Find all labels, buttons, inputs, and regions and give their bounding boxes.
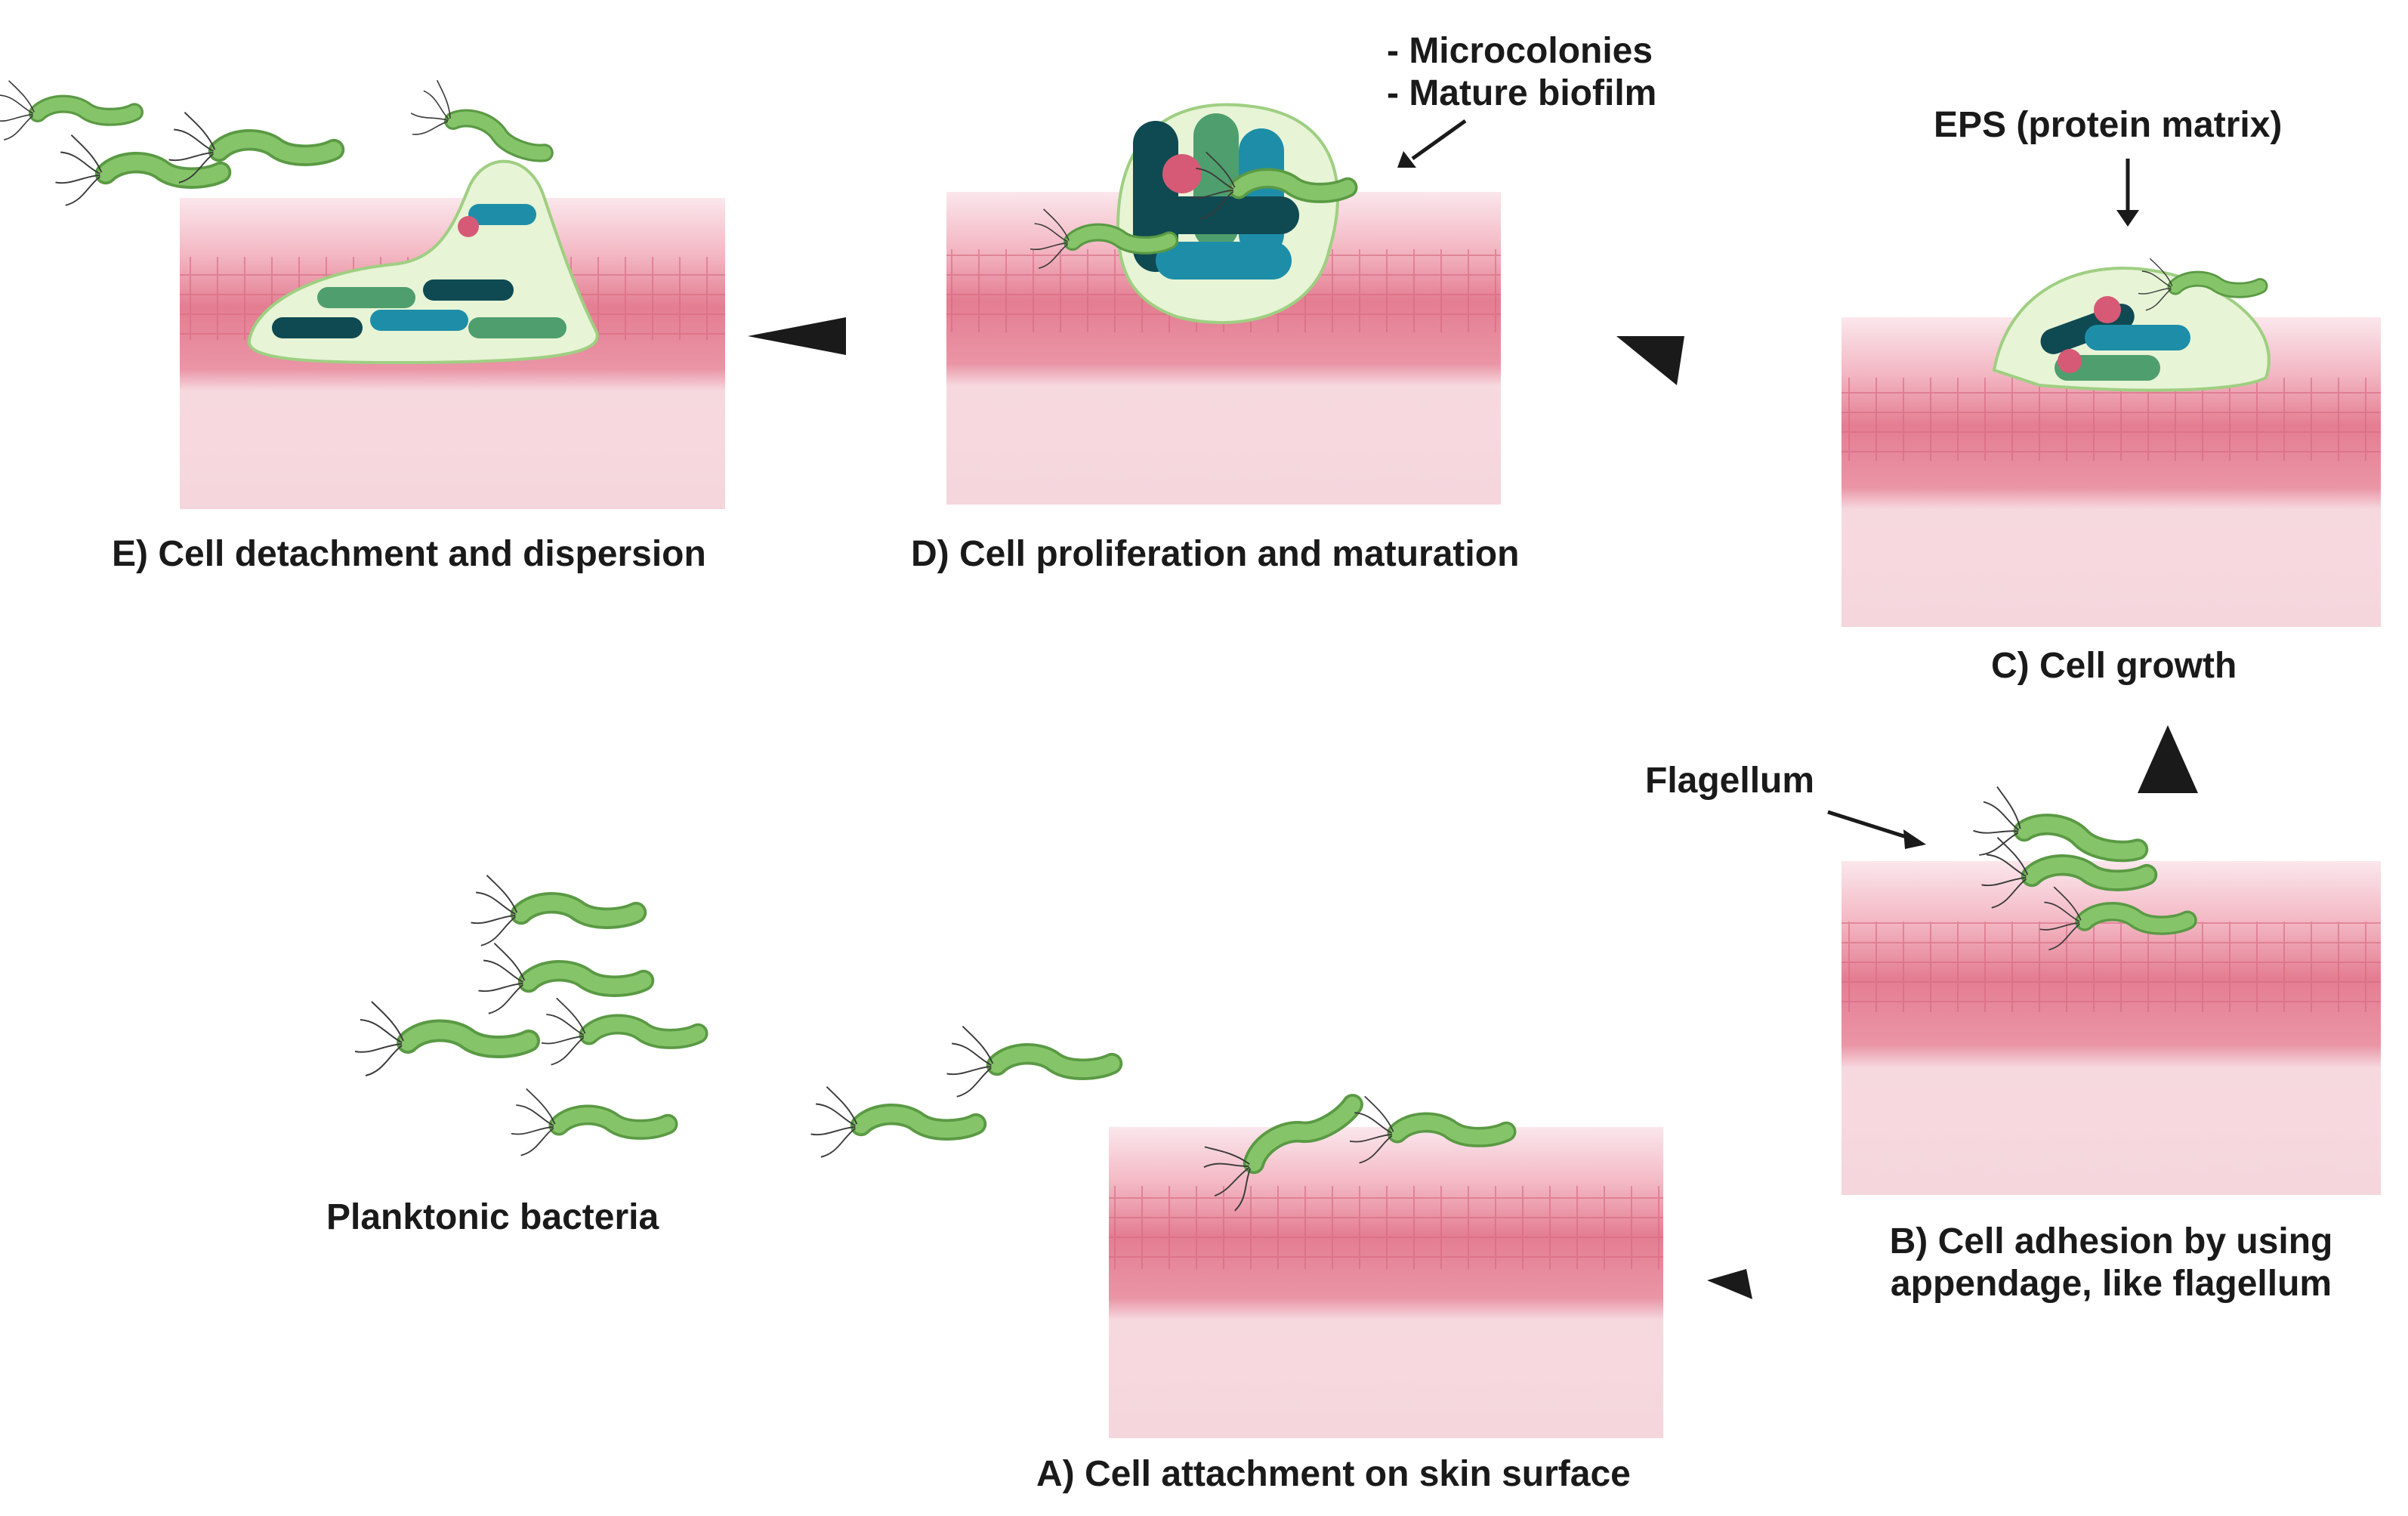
planktonic-bacteria-cluster [355, 875, 698, 1156]
arrowhead-a-to-b [1707, 1269, 1752, 1299]
label-mature-biofilm: - Mature biofilm [1387, 73, 1657, 113]
stage-d-biofilm [1030, 103, 1348, 325]
label-stage-a: A) Cell attachment on skin surface [1036, 1454, 1631, 1494]
label-stage-b-line1: B) Cell adhesion by using [1889, 1221, 2333, 1261]
label-microcolonies: - Microcolonies [1387, 31, 1653, 71]
flagellum-arrow [1827, 810, 1926, 849]
arrowhead-d-to-e [748, 317, 846, 355]
stage-c-biofilm [1992, 258, 2271, 392]
eps-arrow [2116, 159, 2139, 227]
arrowhead-b-to-c [2138, 725, 2198, 793]
label-stage-c: C) Cell growth [1991, 646, 2237, 686]
skin-panel-a [1109, 1127, 1663, 1438]
label-stage-e: E) Cell detachment and dispersion [112, 534, 706, 574]
stage-e-biofilm [0, 76, 599, 365]
label-flagellum: Flagellum [1645, 761, 1815, 801]
label-planktonic: Planktonic bacteria [326, 1197, 659, 1237]
microcolonies-arrow [1397, 119, 1467, 168]
label-stage-d: D) Cell proliferation and maturation [911, 534, 1520, 574]
skin-panel-b [1842, 861, 2381, 1195]
label-stage-b-line2: appendage, like flagellum [1890, 1264, 2332, 1304]
label-eps: EPS (protein matrix) [1934, 105, 2283, 145]
arrowhead-c-to-d [1616, 336, 1684, 385]
